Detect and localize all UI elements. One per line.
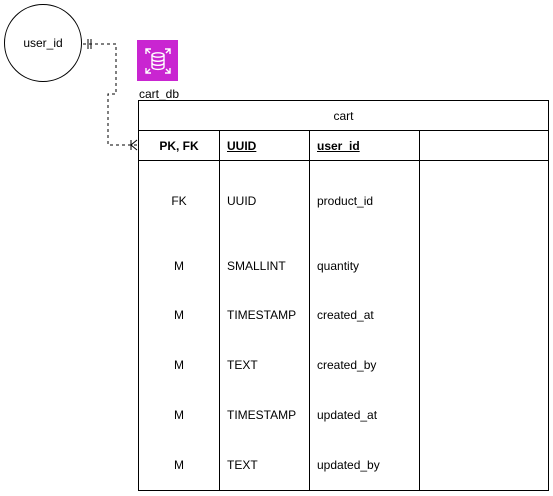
column-divider-1 — [219, 131, 220, 491]
row-name: created_at — [317, 308, 374, 322]
header-divider — [139, 160, 548, 161]
database-icon-glyph — [144, 47, 171, 74]
column-divider-3 — [419, 131, 420, 491]
row-key: M — [174, 458, 184, 472]
row-type: SMALLINT — [227, 259, 286, 273]
many-end-foot-bottom — [130, 144, 138, 151]
header-type: UUID — [227, 139, 257, 153]
table-title: cart — [139, 101, 548, 131]
user-id-entity-label: user_id — [23, 36, 63, 50]
row-key: FK — [171, 194, 187, 208]
database-icon[interactable] — [137, 40, 178, 81]
user-id-entity[interactable]: user_id — [4, 4, 82, 82]
row-key: M — [174, 259, 184, 273]
row-key: M — [174, 308, 184, 322]
row-type: TIMESTAMP — [227, 308, 297, 322]
row-name: created_by — [317, 358, 377, 372]
database-label: cart_db — [139, 87, 180, 101]
row-key: M — [174, 408, 184, 422]
row-type: TEXT — [227, 458, 258, 472]
row-name: updated_by — [317, 458, 380, 472]
row-type: TEXT — [227, 358, 258, 372]
row-name: quantity — [317, 259, 360, 273]
row-key: M — [174, 358, 184, 372]
header-key: PK, FK — [159, 139, 199, 153]
many-end-foot-top — [130, 139, 138, 146]
connector-line — [83, 43, 137, 146]
row-name: updated_at — [317, 408, 378, 422]
row-name: product_id — [317, 194, 374, 208]
header-name: user_id — [317, 139, 360, 153]
row-type: UUID — [227, 194, 257, 208]
cart-table[interactable]: cart PK, FK UUID user_id FK UUID product… — [138, 100, 549, 491]
column-divider-2 — [309, 131, 310, 491]
row-type: TIMESTAMP — [227, 408, 297, 422]
